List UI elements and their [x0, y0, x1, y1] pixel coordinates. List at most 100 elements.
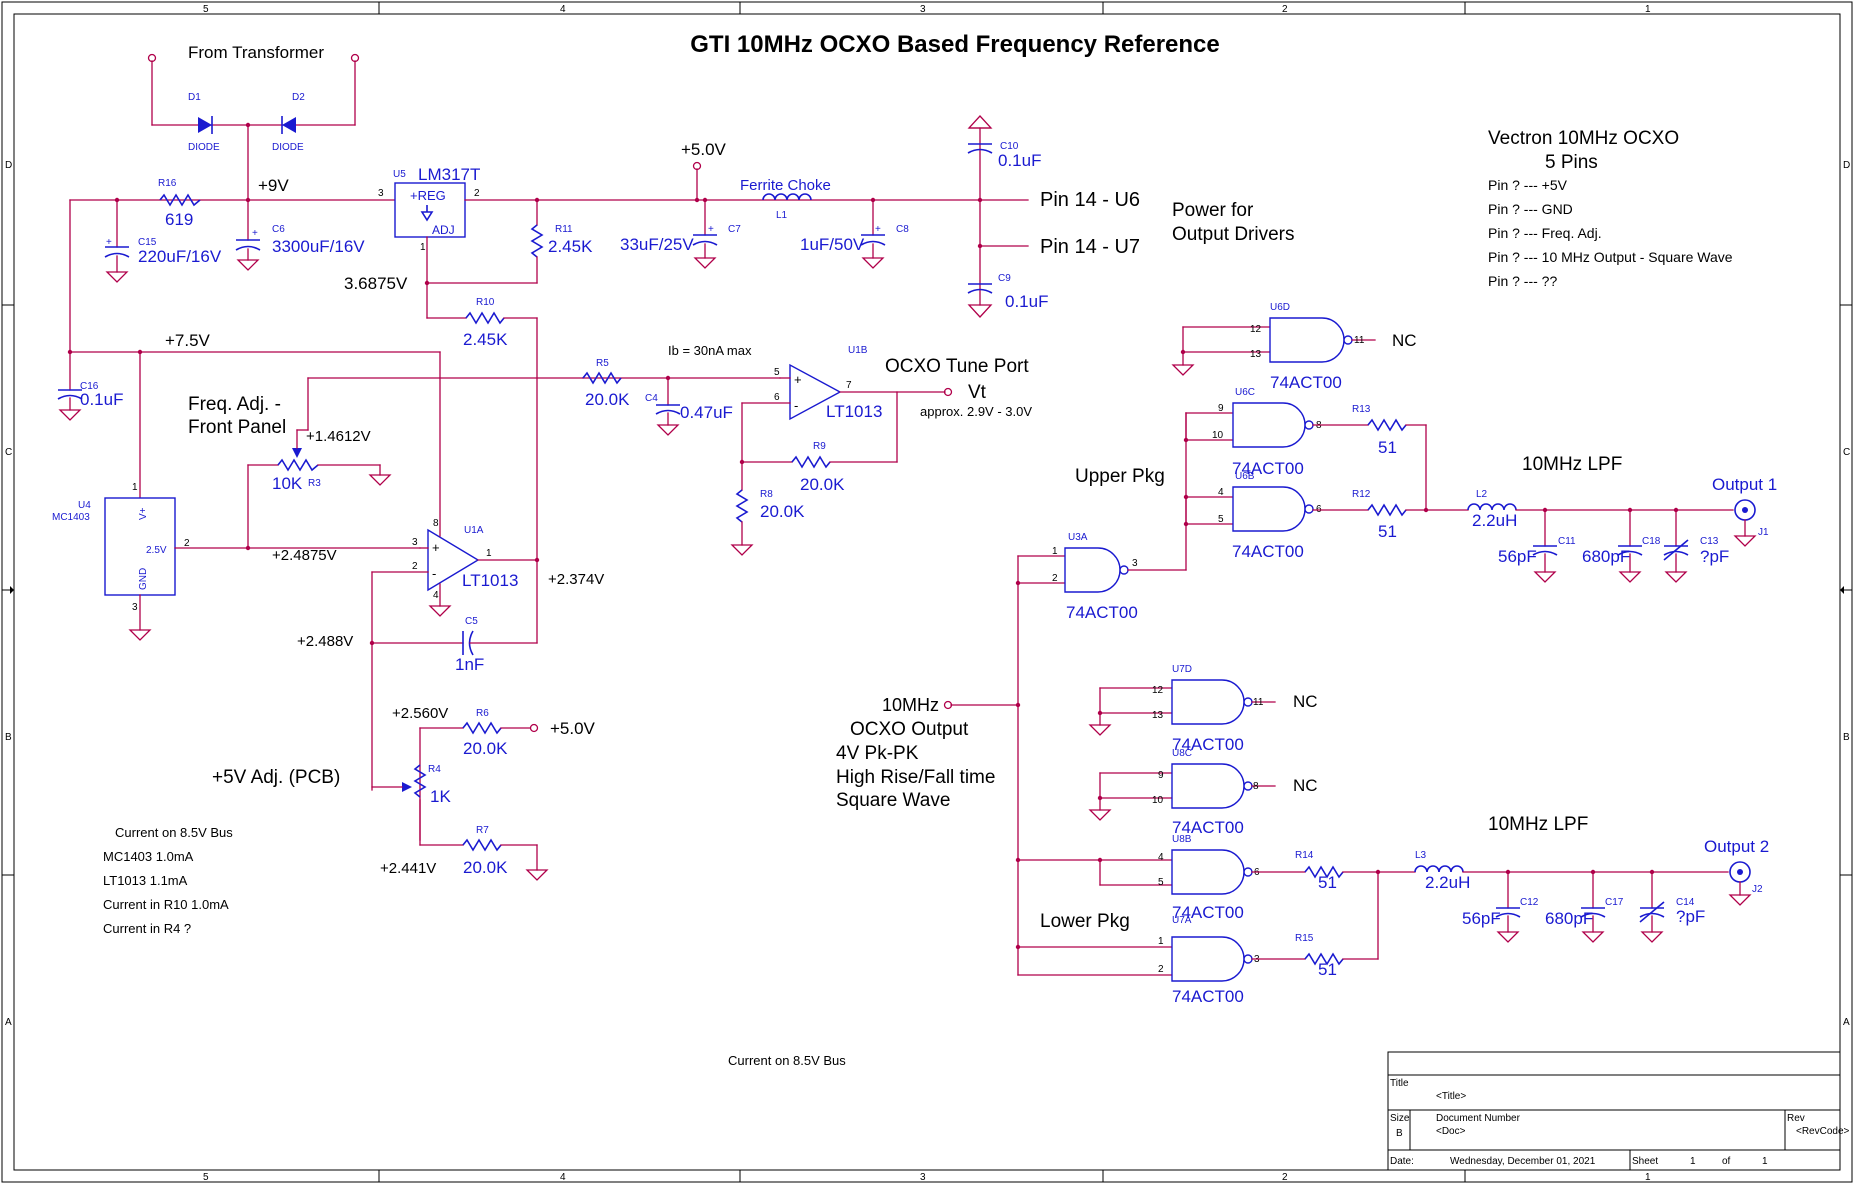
svg-text:5: 5: [1158, 877, 1164, 888]
v2441-label: +2.441V: [380, 860, 436, 877]
c17-ref: C17: [1605, 897, 1624, 908]
ground-symbol: [1581, 931, 1605, 943]
r8-resistor: [735, 489, 749, 523]
title-block: Title <Title> Size B Document Number <Do…: [1387, 1051, 1850, 1171]
r7-resistor: [462, 838, 502, 852]
title-block-date-label: Date:: [1390, 1156, 1414, 1167]
svg-text:11: 11: [1354, 335, 1365, 346]
u1b-ref: U1B: [848, 345, 868, 356]
c16-ref: C16: [80, 381, 99, 392]
approx-label: approx. 2.9V - 3.0V: [920, 404, 1032, 419]
border-col-label: 4: [560, 1172, 566, 1183]
svg-text:12: 12: [1152, 685, 1164, 696]
u6d-nand-gate: [1269, 317, 1345, 363]
r6-resistor: [462, 721, 502, 735]
from-transformer-label: From Transformer: [188, 43, 324, 62]
ocxo-tune-port-terminal[interactable]: [943, 387, 953, 397]
ground-symbol: [861, 257, 885, 269]
u6d-value: 74ACT00: [1270, 373, 1342, 392]
vectron-pin: Pin ? --- ??: [1488, 273, 1557, 289]
r14-resistor: [1304, 865, 1344, 879]
vt-label: Vt: [968, 382, 987, 403]
v75-label: +7.5V: [165, 331, 211, 350]
svg-text:2: 2: [184, 538, 190, 549]
r9-ref: R9: [813, 441, 826, 452]
d1-value: DIODE: [188, 142, 220, 153]
title-block-title-value: <Title>: [1436, 1091, 1466, 1102]
r13-resistor: [1367, 418, 1407, 432]
ocxo-out-label-5: Square Wave: [836, 790, 950, 811]
l3-value: 2.2uH: [1425, 873, 1470, 892]
l3-inductor: [1414, 865, 1464, 873]
power-drivers-label-1: Power for: [1172, 200, 1254, 221]
vectron-pins-label: 5 Pins: [1545, 152, 1598, 173]
r14-value: 51: [1318, 873, 1337, 892]
pin14-u6-label: Pin 14 - U6: [1040, 189, 1140, 211]
border-row-label: C: [5, 447, 12, 458]
l1-ref: L1: [776, 210, 788, 221]
vectron-pin: Pin ? --- Freq. Adj.: [1488, 225, 1602, 241]
r4-potentiometer: [413, 764, 427, 798]
u7d-ref: U7D: [1172, 664, 1192, 675]
svg-text:-: -: [432, 566, 436, 581]
v2374-label: +2.374V: [548, 571, 604, 588]
ground-symbol: [656, 424, 680, 436]
ground-symbol: [428, 605, 452, 617]
j2-ref: J2: [1752, 884, 1763, 895]
svg-text:4: 4: [1218, 487, 1224, 498]
u4-ref: U4: [78, 500, 91, 511]
border-col-label: 3: [920, 1172, 926, 1183]
svg-text:8: 8: [1253, 781, 1259, 792]
ground-symbol: [58, 409, 82, 421]
nc2-label: NC: [1293, 692, 1318, 711]
svg-text:10: 10: [1152, 795, 1164, 806]
ocxo-out-label-4: High Rise/Fall time: [836, 767, 995, 788]
c9-value: 0.1uF: [1005, 292, 1048, 311]
u1b-opamp: [789, 363, 842, 421]
svg-text:6: 6: [774, 392, 780, 403]
svg-text:3: 3: [132, 602, 138, 613]
r6-ref: R6: [476, 708, 489, 719]
title-block-docnum-label: Document Number: [1436, 1113, 1521, 1124]
schematic-title: GTI 10MHz OCXO Based Frequency Reference: [690, 31, 1220, 58]
v24875-label: +2.4875V: [272, 547, 337, 564]
r4-value: 1K: [430, 787, 451, 806]
ground-symbol: [1640, 931, 1664, 943]
ferrite-label: Ferrite Choke: [740, 177, 831, 194]
u6b-value: 74ACT00: [1232, 542, 1304, 561]
ground-symbol: [105, 271, 129, 283]
ground-symbol: [1728, 894, 1752, 906]
ocxo-out-label-3: 4V Pk-PK: [836, 743, 919, 764]
ground-symbol: [1664, 571, 1688, 583]
rectifier-section: From Transformer D1 DIODE D2 DIODE +9V: [147, 43, 360, 203]
svg-text:11: 11: [1253, 697, 1264, 708]
title-block-docnum-value: <Doc>: [1436, 1126, 1466, 1137]
c15-ref: C15: [138, 237, 157, 248]
c12-value: 56pF: [1462, 909, 1501, 928]
u6b-nand-gate: [1232, 486, 1306, 532]
svg-text:3: 3: [378, 188, 384, 199]
svg-text:-: -: [794, 398, 798, 413]
u7a-nand-gate: [1171, 936, 1245, 982]
ground-symbol: [368, 474, 392, 486]
svg-text:7: 7: [846, 380, 852, 391]
lpf2-label: 10MHz LPF: [1488, 814, 1588, 835]
v36875-label: 3.6875V: [344, 274, 408, 293]
u6c-nand-gate: [1232, 402, 1306, 448]
c11-ref: C11: [1558, 536, 1576, 547]
svg-text:10: 10: [1212, 430, 1224, 441]
l2-inductor: [1467, 503, 1517, 511]
title-block-of-label: of: [1722, 1156, 1731, 1167]
u7a-ref: U7A: [1172, 915, 1192, 926]
r15-resistor: [1304, 952, 1344, 966]
tune-port-label: OCXO Tune Port: [885, 356, 1029, 377]
v2488-label: +2.488V: [297, 633, 353, 650]
border-col-label: 3: [920, 4, 926, 15]
power-arrow: [967, 115, 993, 129]
r15-value: 51: [1318, 960, 1337, 979]
u8b-ref: U8B: [1172, 834, 1192, 845]
svg-text:+: +: [875, 224, 881, 235]
u5-regulator: U5 LM317T +REG ADJ 3 2 1: [378, 165, 480, 253]
border-row-label: D: [5, 160, 12, 171]
